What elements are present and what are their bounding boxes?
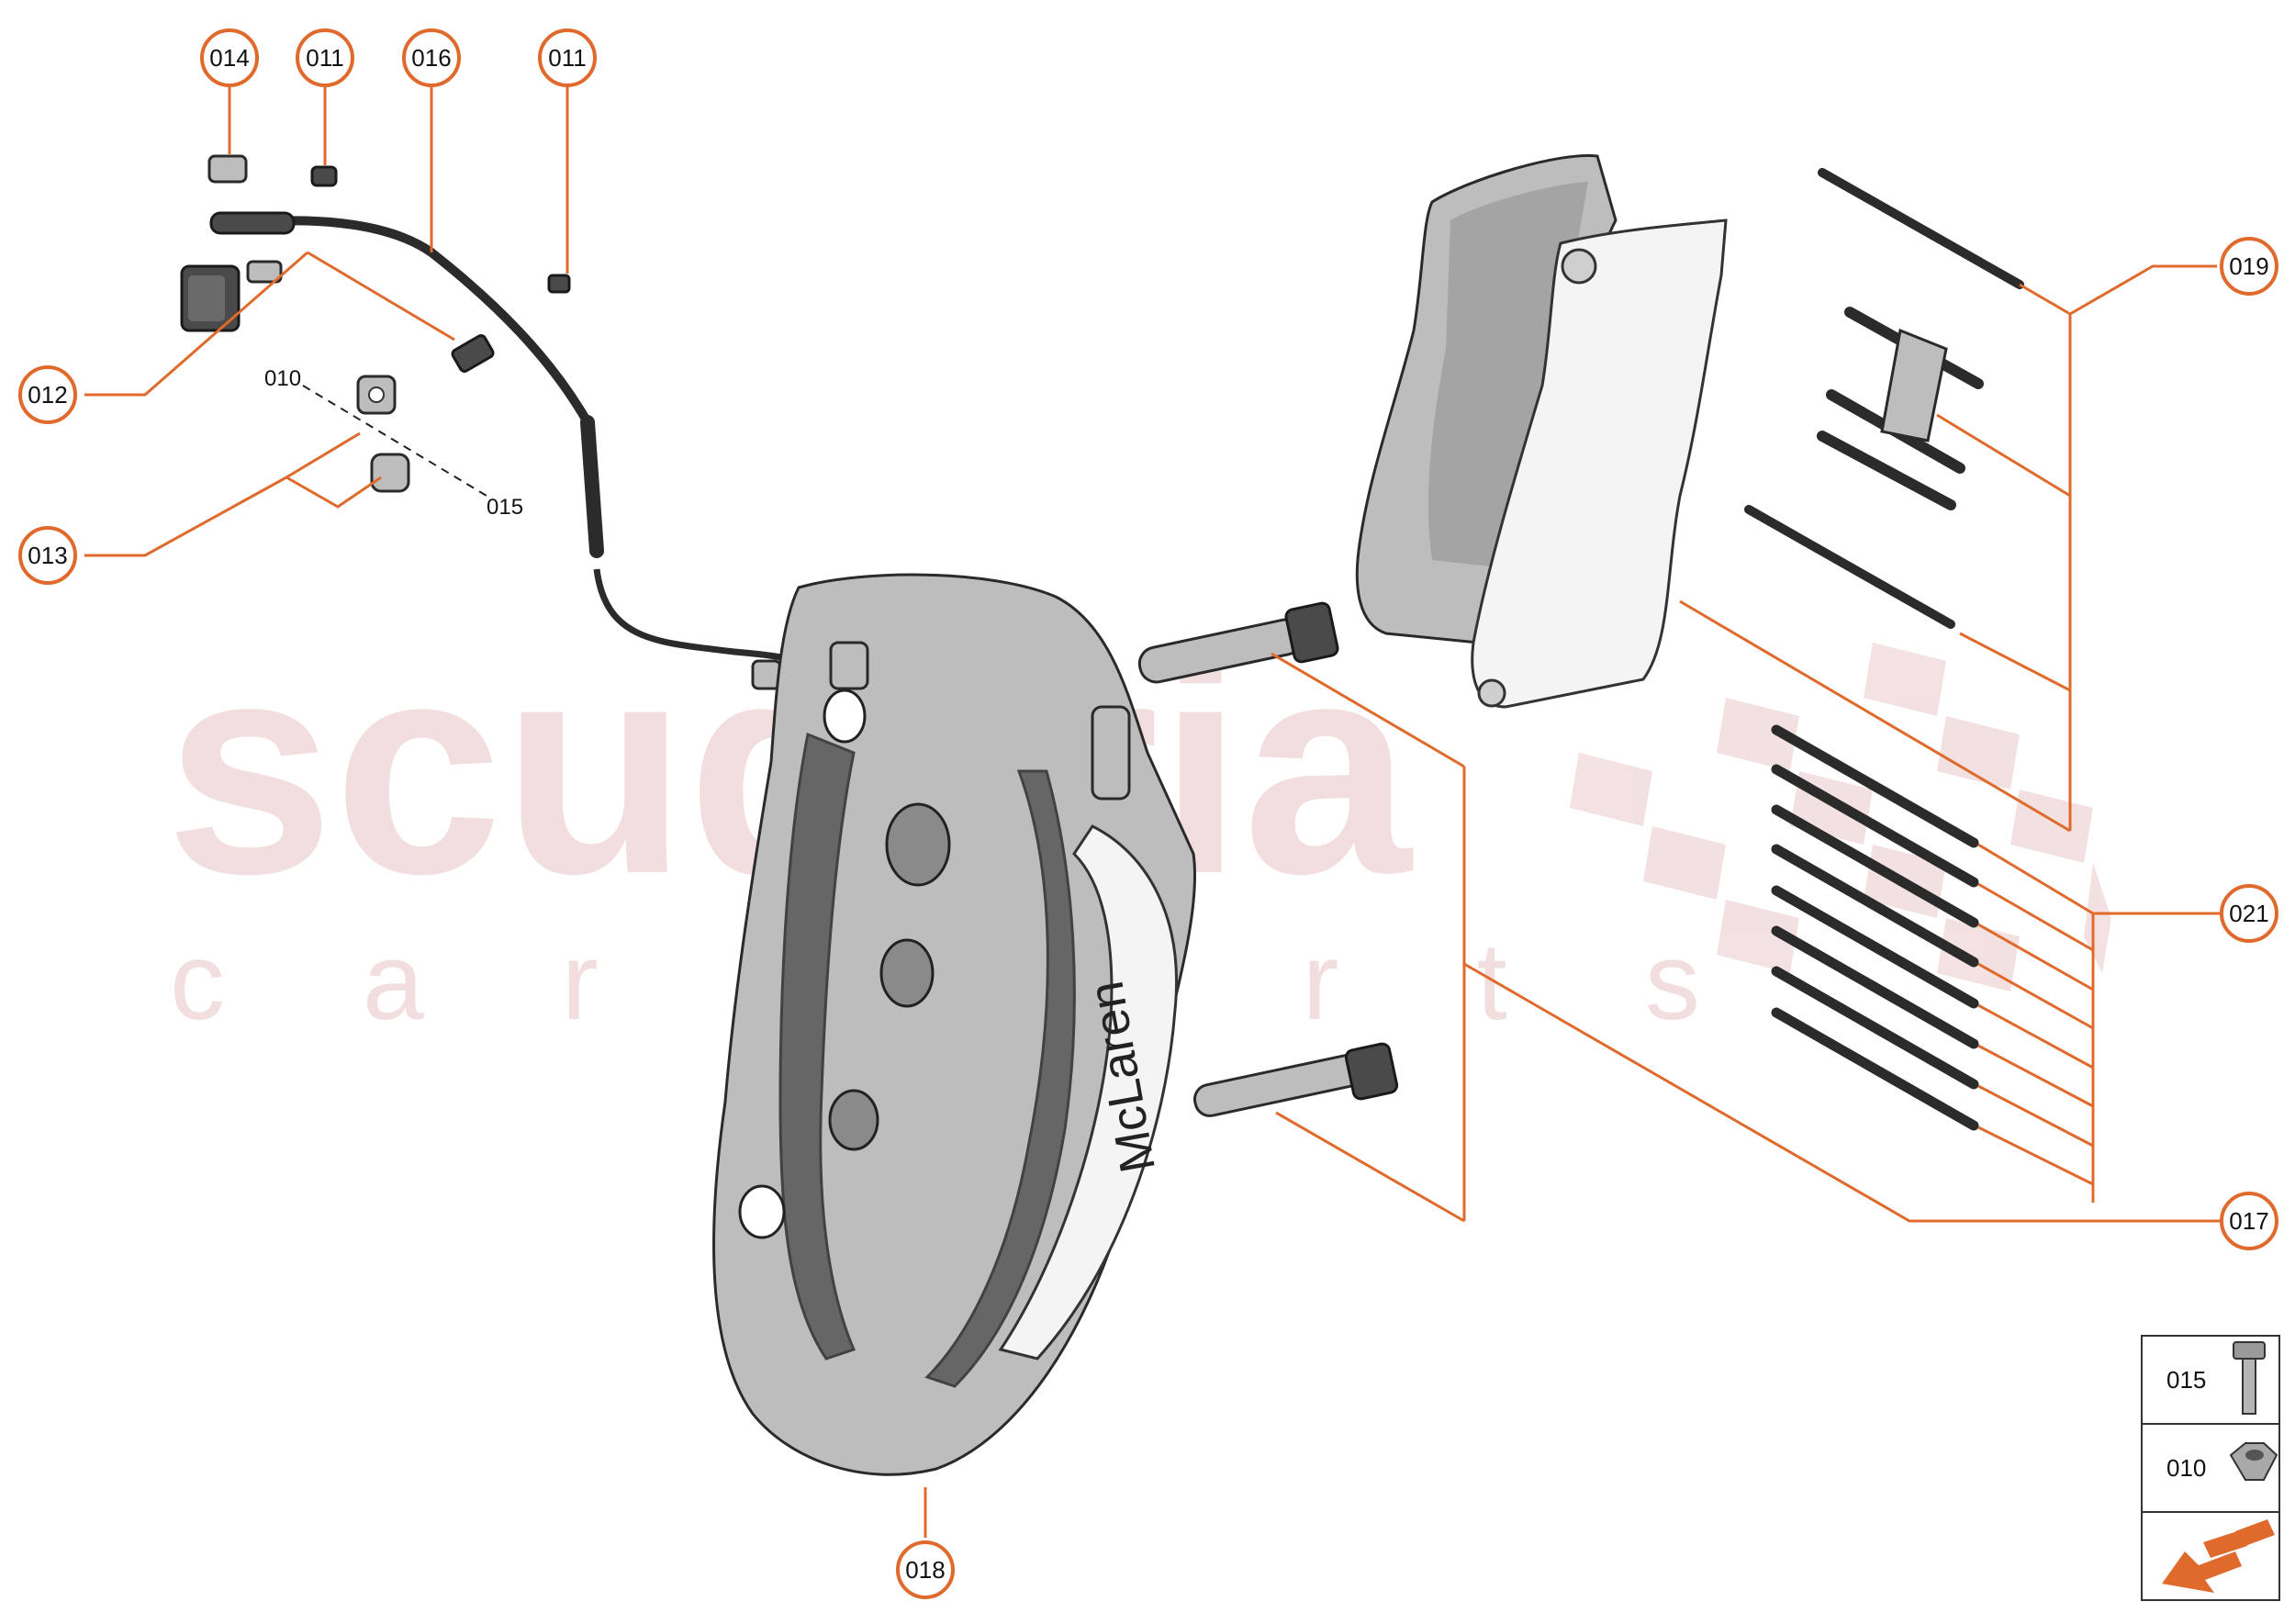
guide-pins-021 bbox=[1771, 724, 1979, 1131]
svg-text:011: 011 bbox=[548, 44, 586, 72]
svg-text:019: 019 bbox=[2229, 252, 2268, 280]
leader-lines bbox=[84, 76, 2222, 1538]
label-015: 015 bbox=[487, 495, 523, 520]
clip-011-right bbox=[547, 274, 571, 294]
nut-icon bbox=[2229, 1442, 2278, 1481]
hardware-legend: 015 010 bbox=[2141, 1335, 2280, 1601]
svg-text:013: 013 bbox=[28, 542, 67, 569]
callout-016: 016 bbox=[402, 28, 461, 87]
bracket-013 bbox=[356, 375, 410, 493]
svg-text:012: 012 bbox=[28, 381, 67, 409]
sensor-connector bbox=[180, 264, 241, 332]
clip-011-left bbox=[310, 165, 338, 187]
callout-017: 017 bbox=[2220, 1192, 2278, 1250]
retaining-pin-lower bbox=[1744, 505, 1955, 629]
callout-021: 021 bbox=[2220, 884, 2278, 943]
svg-text:014: 014 bbox=[209, 44, 249, 72]
svg-text:021: 021 bbox=[2229, 900, 2268, 927]
caliper-bolt-lower bbox=[1193, 1042, 1399, 1117]
sensor-clip-012 bbox=[246, 260, 495, 373]
label-010: 010 bbox=[264, 366, 301, 391]
svg-text:017: 017 bbox=[2229, 1207, 2268, 1235]
callout-014: 014 bbox=[200, 28, 259, 87]
clip-014 bbox=[207, 154, 248, 184]
svg-text:016: 016 bbox=[411, 44, 451, 72]
callout-012: 012 bbox=[18, 365, 77, 424]
brake-caliper: McLaren bbox=[712, 573, 1197, 1476]
callout-013: 013 bbox=[18, 526, 77, 585]
callout-019: 019 bbox=[2220, 237, 2278, 296]
caliper-bolt-upper bbox=[1137, 601, 1339, 684]
retaining-pin-upper bbox=[1818, 168, 2024, 289]
legend-label-015: 015 bbox=[2166, 1366, 2206, 1394]
svg-text:018: 018 bbox=[905, 1556, 945, 1584]
svg-text:011: 011 bbox=[306, 44, 343, 72]
anti-rattle-spring bbox=[1817, 307, 1984, 510]
callout-018: 018 bbox=[896, 1540, 955, 1599]
brake-pad-front bbox=[1471, 218, 1728, 709]
direction-arrow-icon bbox=[2162, 1519, 2275, 1593]
legend-label-010: 010 bbox=[2166, 1454, 2206, 1482]
assembly-axis-line bbox=[302, 385, 487, 497]
callout-011-right: 011 bbox=[538, 28, 597, 87]
callout-011-left: 011 bbox=[296, 28, 354, 87]
bolt-icon bbox=[2233, 1341, 2266, 1415]
